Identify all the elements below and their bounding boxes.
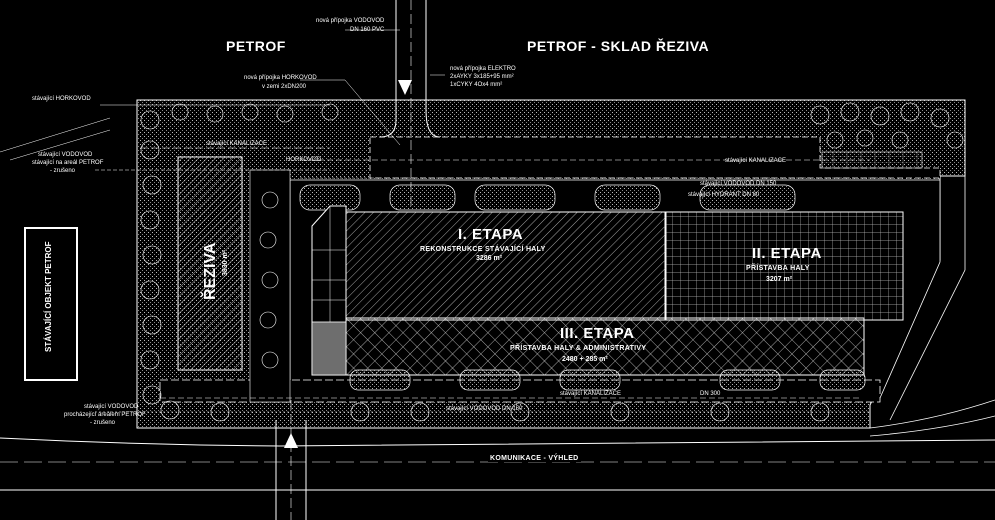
building-reziva	[177, 156, 243, 371]
note-dn300: DN 300	[700, 391, 721, 397]
admin-annex	[311, 205, 347, 376]
note-horkovod-small: HORKOVOD	[286, 157, 322, 163]
label-reziva-area: 3830 m²	[222, 249, 229, 276]
note-vodovod-exist-3: - zrušeno	[50, 168, 76, 174]
label-reziva: ŘEZIVA	[202, 242, 219, 300]
etapa-2-title: II. ETAPA	[752, 245, 822, 262]
note-vodovod-exist-2: stávající na areál PETROF	[32, 160, 104, 166]
etapa-1-title: I. ETAPA	[458, 226, 524, 243]
note-elektro-1: nová přípojka ELEKTRO	[450, 66, 516, 72]
note-bottom-kanalizace: stávající KANALIZACE	[560, 391, 622, 397]
entrance-arrow-north	[398, 80, 412, 95]
note-horkovod-zone: v zemi 2xDN200	[262, 84, 307, 90]
title-petrof-sklad: PETROF - SKLAD ŘEZIVA	[527, 38, 710, 54]
road-name: KOMUNIKACE - VÝHLED	[488, 455, 581, 462]
note-vodovod-exist-1: stávající VODOVOD	[38, 152, 93, 158]
note-vodovod-dn150: stávající VODOVOD DN 150	[700, 181, 777, 187]
building-existing-petrof	[24, 227, 78, 381]
note-elektro-3: 1xCYKY 4Ox4 mm²	[450, 82, 503, 88]
etapa-2-subtitle: PŘÍSTAVBA HALY	[746, 265, 810, 272]
note-horkovod-exist: stávající HORKOVOD	[32, 96, 91, 102]
etapa-3-area-value: 2480 + 285 m²	[562, 356, 608, 363]
etapa-2-area-value: 3207 m²	[766, 276, 793, 283]
etapa-3-subtitle: PŘÍSTAVBA HALY & ADMINISTRATIVY	[510, 345, 647, 352]
etapa-1-area	[345, 211, 667, 321]
road-east-curve	[889, 175, 966, 421]
etapa-2-area	[664, 211, 904, 321]
utility-lines	[0, 29, 890, 413]
road-komunikace	[0, 399, 995, 491]
note-vodovod-new: nová přípojka VODOVOD	[316, 18, 385, 24]
note-kanalizace-left: stávající KANALIZACE	[206, 141, 268, 147]
note-bottom-vodovod-1: stávající VODOVOD	[84, 404, 139, 410]
note-vodovod-dn: DN 160 PVC	[350, 27, 385, 33]
note-kanalizace-right: stávající KANALIZACE	[725, 158, 787, 164]
note-bottom-vodovod-3: - zrušeno	[90, 420, 116, 426]
note-bottom-vodovod-2: procházející areálem PETROF	[64, 412, 146, 418]
note-bottom-vodovod-dn: stávající VODOVOD DN 150	[446, 406, 523, 412]
note-elektro-2: 2xAYKY 3x185+95 mm²	[450, 74, 514, 80]
access-road-north	[379, 0, 441, 210]
entrance-arrow-south	[284, 433, 298, 448]
note-hydrant: stávající HYDRANT DN 80	[688, 192, 760, 198]
title-petrof: PETROF	[226, 38, 286, 54]
etapa-1-subtitle: REKONSTRUKCE STÁVAJÍCÍ HALY	[420, 246, 546, 253]
etapa-3-title: III. ETAPA	[560, 325, 635, 342]
note-horkovod-new: nová přípojka HORKOVOD	[244, 75, 317, 81]
etapa-1-area-value: 3286 m²	[476, 255, 503, 262]
label-existing-building: STÁVAJÍCÍ OBJEKT PETROF	[44, 241, 53, 352]
access-road-south	[275, 400, 307, 520]
